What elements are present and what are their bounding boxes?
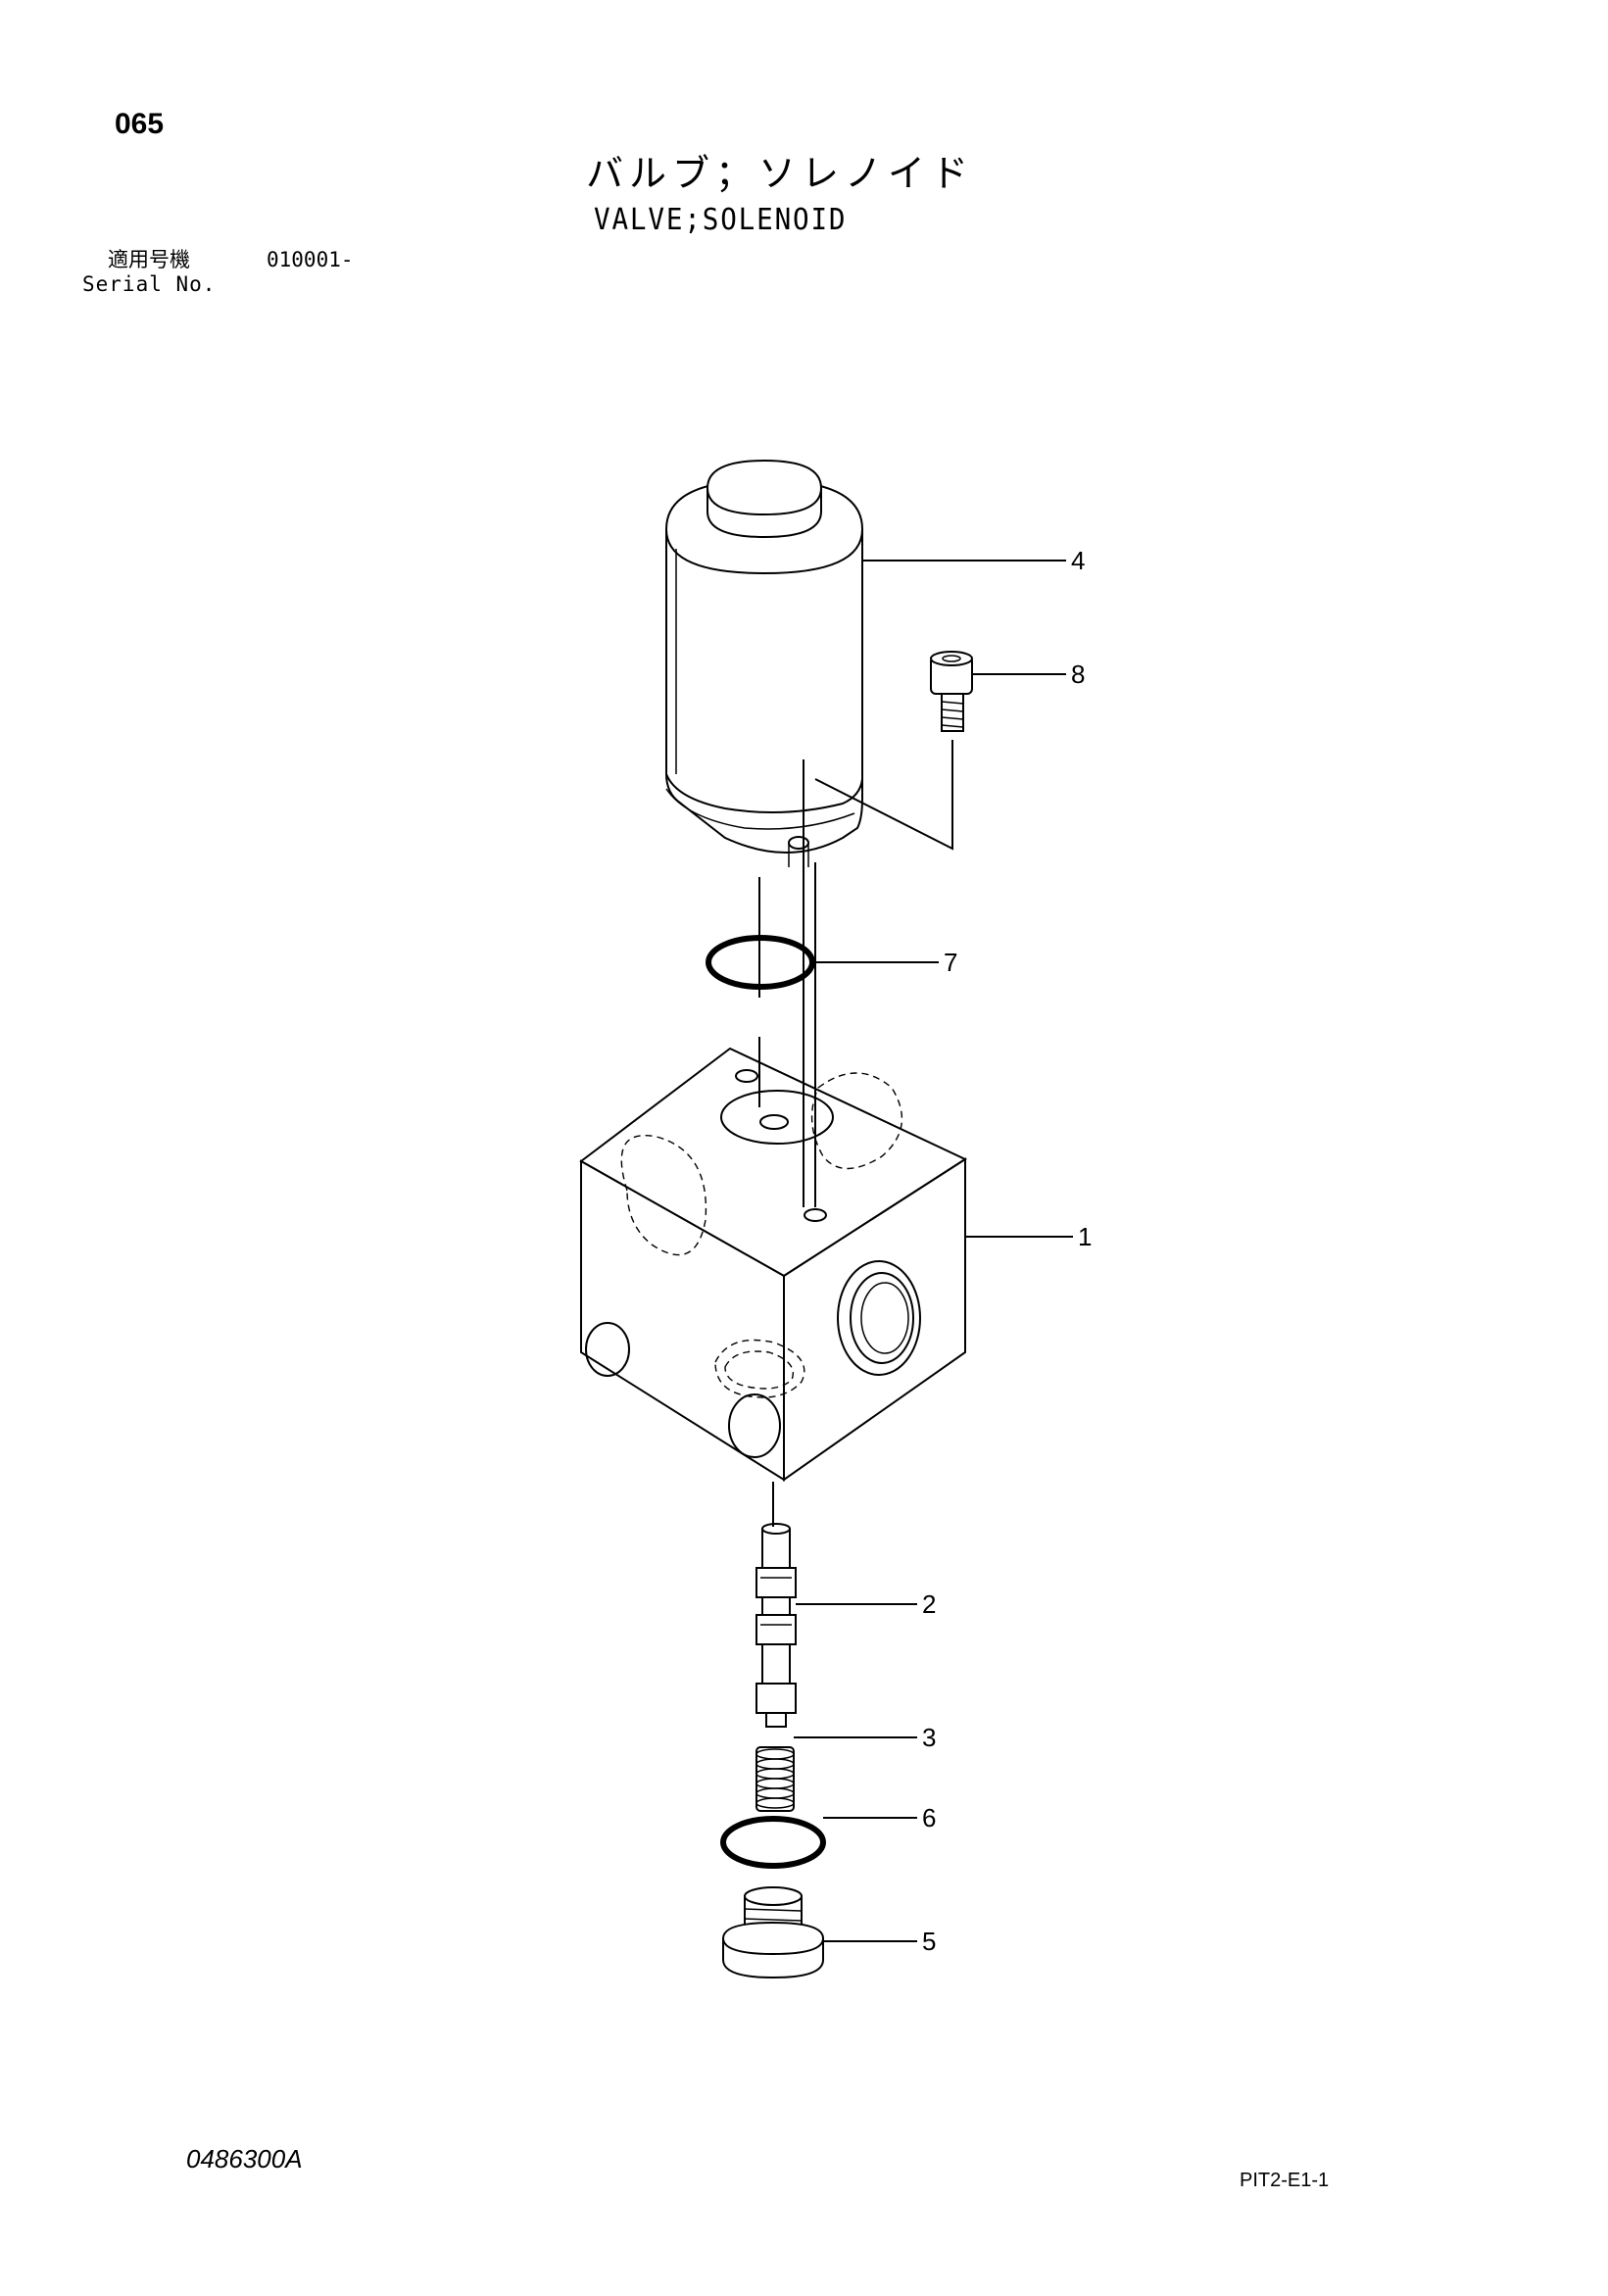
assembly-axis-lines (758, 740, 953, 1527)
callout-part-3: 3 (922, 1723, 936, 1752)
callout-part-4: 4 (1071, 546, 1085, 575)
drawing-number: 0486300A (186, 2144, 303, 2174)
o-ring-lower (720, 1816, 826, 1869)
serial-label-english: Serial No. (82, 272, 217, 296)
callout-part-7: 7 (944, 948, 957, 977)
spool (755, 1523, 797, 1728)
page-number: 065 (115, 108, 165, 140)
bolt (930, 651, 973, 732)
spring (755, 1746, 795, 1812)
part-callouts: 4 8 7 1 2 3 6 5 (922, 546, 1092, 1956)
valve-block (579, 1047, 968, 1482)
callout-part-5: 5 (922, 1927, 936, 1956)
callout-part-8: 8 (1071, 659, 1085, 689)
solenoid-coil (665, 459, 863, 867)
figure-code: PIT2-E1-1 (1240, 2170, 1330, 2191)
plug (722, 1886, 824, 1979)
leader-lines (794, 560, 1073, 1942)
title-english: VALVE;SOLENOID (594, 203, 848, 237)
callout-part-2: 2 (922, 1589, 936, 1619)
callout-part-6: 6 (922, 1803, 936, 1832)
serial-number-value: 010001- (267, 248, 354, 271)
title-japanese: バルブ；ソレノイド (586, 152, 975, 195)
callout-part-1: 1 (1078, 1222, 1092, 1251)
serial-label-japanese: 適用号機 (108, 248, 190, 271)
